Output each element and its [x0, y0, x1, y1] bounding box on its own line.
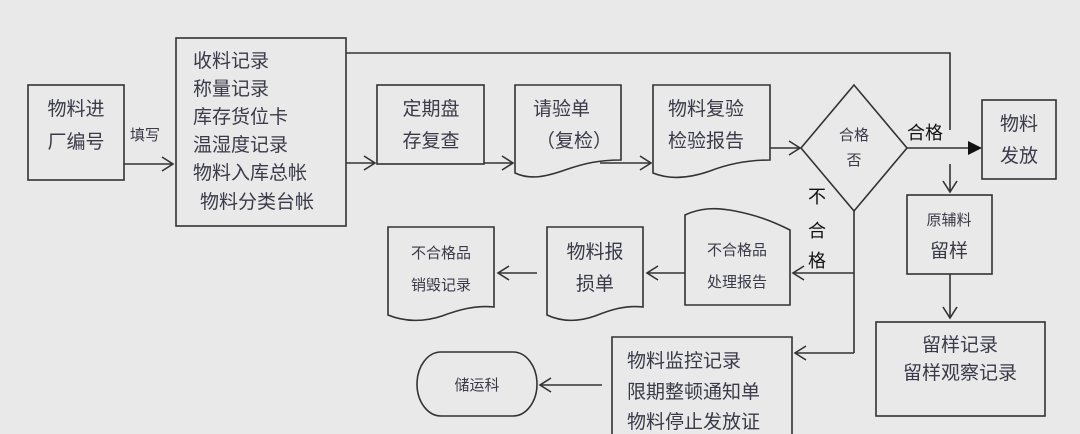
arrow-left-icon: [791, 265, 805, 281]
arrow-right-icon: [639, 155, 653, 171]
document-shape: [514, 84, 622, 178]
edge-request-to-report: [600, 155, 653, 171]
node-text-line: 不合格品: [411, 244, 471, 262]
node-monitoring-records[interactable]: 物料监控记录 限期整顿通知单 物料停止发放证: [611, 336, 793, 434]
node-text-line: 合格: [839, 126, 869, 144]
edge-decision-not-qualified: 不 合 格: [808, 187, 855, 353]
edge-label-not-qualified-char: 不: [808, 187, 826, 208]
node-text-line: 不合格品: [707, 241, 767, 259]
edge-label-not-qualified-char: 合: [808, 221, 826, 242]
edge-sample-to-records: [942, 274, 958, 320]
edge-records-to-recheck: [346, 155, 377, 171]
terminator-shape: [416, 351, 538, 417]
node-text-line: 库存货位卡: [193, 106, 288, 128]
document-shape: [684, 207, 791, 306]
node-text-line: 物料复验: [668, 98, 744, 120]
process-box: [611, 336, 793, 434]
edge-report-to-loss-form: [645, 265, 685, 281]
node-text-line: 检验报告: [668, 130, 744, 152]
node-text-line: 发放: [1000, 145, 1038, 167]
document-shape: [652, 84, 771, 179]
node-text-line: 存复查: [402, 130, 459, 152]
node-text-line: 物料报: [566, 241, 623, 263]
document-shape: [387, 226, 495, 322]
node-text-line: 限期整顿通知单: [627, 381, 760, 403]
node-text-line: 损单: [576, 273, 614, 295]
edge-loss-form-to-destruction: [496, 265, 537, 281]
node-text-line: 定期盘: [402, 98, 459, 120]
node-material-entry-number[interactable]: 物料进 厂编号: [27, 84, 125, 181]
node-text-line: 物料进: [47, 98, 104, 120]
node-reinspection-report[interactable]: 物料复验 检验报告: [652, 84, 771, 179]
arrow-right-filled-icon: [968, 141, 982, 155]
arrow-down-icon: [942, 180, 958, 194]
node-text-line: 物料: [1000, 113, 1038, 135]
edge-decision-to-release: 合格: [907, 123, 982, 155]
node-storage-transport-dept[interactable]: 储运科: [416, 351, 538, 417]
node-nonconforming-report[interactable]: 不合格品 处理报告: [684, 207, 791, 306]
node-text-line: 物料入库总帐: [193, 162, 307, 184]
node-text-line: 厂编号: [47, 131, 104, 153]
node-receiving-records[interactable]: 收料记录 称量记录 库存货位卡 温湿度记录 物料入库总帐 物料分类台帐: [175, 37, 347, 227]
node-text-line: 储运科: [454, 376, 499, 394]
node-nonconforming-destruction[interactable]: 不合格品 销毁记录: [387, 226, 495, 322]
edge-to-nonconforming-report: [791, 265, 854, 281]
document-shape: [546, 226, 644, 322]
node-text-line: 物料停止发放证: [627, 411, 760, 433]
node-text-line: 温湿度记录: [193, 134, 288, 156]
edge-label-fill-in: 填写: [130, 126, 160, 144]
node-text-line: 销毁记录: [411, 276, 471, 294]
edge-label-not-qualified-char: 格: [808, 251, 826, 272]
node-sample-records[interactable]: 留样记录 留样观察记录: [875, 321, 1046, 417]
edge-entry-to-records: 填写: [124, 126, 175, 172]
process-box: [875, 321, 1046, 417]
node-text-line: 称量记录: [193, 78, 269, 100]
edge-qualified-to-sample: [942, 164, 958, 194]
node-text-line: 否: [846, 151, 861, 169]
arrow-right-icon: [161, 156, 175, 172]
node-text-line: 物料监控记录: [627, 350, 741, 372]
node-text-line: 原辅料: [926, 211, 971, 229]
arrow-left-icon: [793, 345, 807, 361]
node-inspection-request[interactable]: 请验单 （复检）: [514, 84, 622, 178]
arrow-left-icon: [645, 265, 659, 281]
arrow-left-icon: [538, 377, 552, 393]
node-periodic-inventory-recheck[interactable]: 定期盘 存复查: [376, 84, 485, 165]
arrow-right-icon: [363, 155, 377, 171]
node-text-line: 请验单: [533, 98, 590, 120]
process-box: [175, 37, 347, 227]
node-text-line: 处理报告: [707, 273, 767, 291]
node-material-loss-form[interactable]: 物料报 损单: [546, 226, 644, 322]
edge-monitoring-to-storage: [538, 377, 602, 393]
arrow-down-icon: [942, 306, 958, 320]
edge-report-to-decision: [770, 140, 802, 156]
node-text-line: （复检）: [536, 130, 612, 152]
node-text-line: 物料分类台帐: [200, 191, 314, 213]
process-box: [906, 194, 993, 275]
edge-records-bypass-to-release: [346, 52, 951, 130]
edge-recheck-to-request: [484, 155, 515, 171]
node-text-line: 收料记录: [193, 50, 269, 72]
edge-to-monitoring-records: [793, 345, 854, 361]
process-box: [27, 84, 125, 181]
arrow-left-icon: [496, 265, 510, 281]
node-text-line: 留样观察记录: [903, 362, 1017, 384]
node-text-line: 留样: [930, 240, 968, 262]
node-text-line: 留样记录: [922, 334, 998, 356]
arrow-right-icon: [501, 155, 515, 171]
node-material-release[interactable]: 物料 发放: [981, 99, 1057, 180]
process-box: [981, 99, 1057, 180]
node-raw-material-sample[interactable]: 原辅料 留样: [906, 194, 993, 275]
process-box: [376, 84, 485, 165]
edge-label-qualified: 合格: [907, 123, 943, 144]
